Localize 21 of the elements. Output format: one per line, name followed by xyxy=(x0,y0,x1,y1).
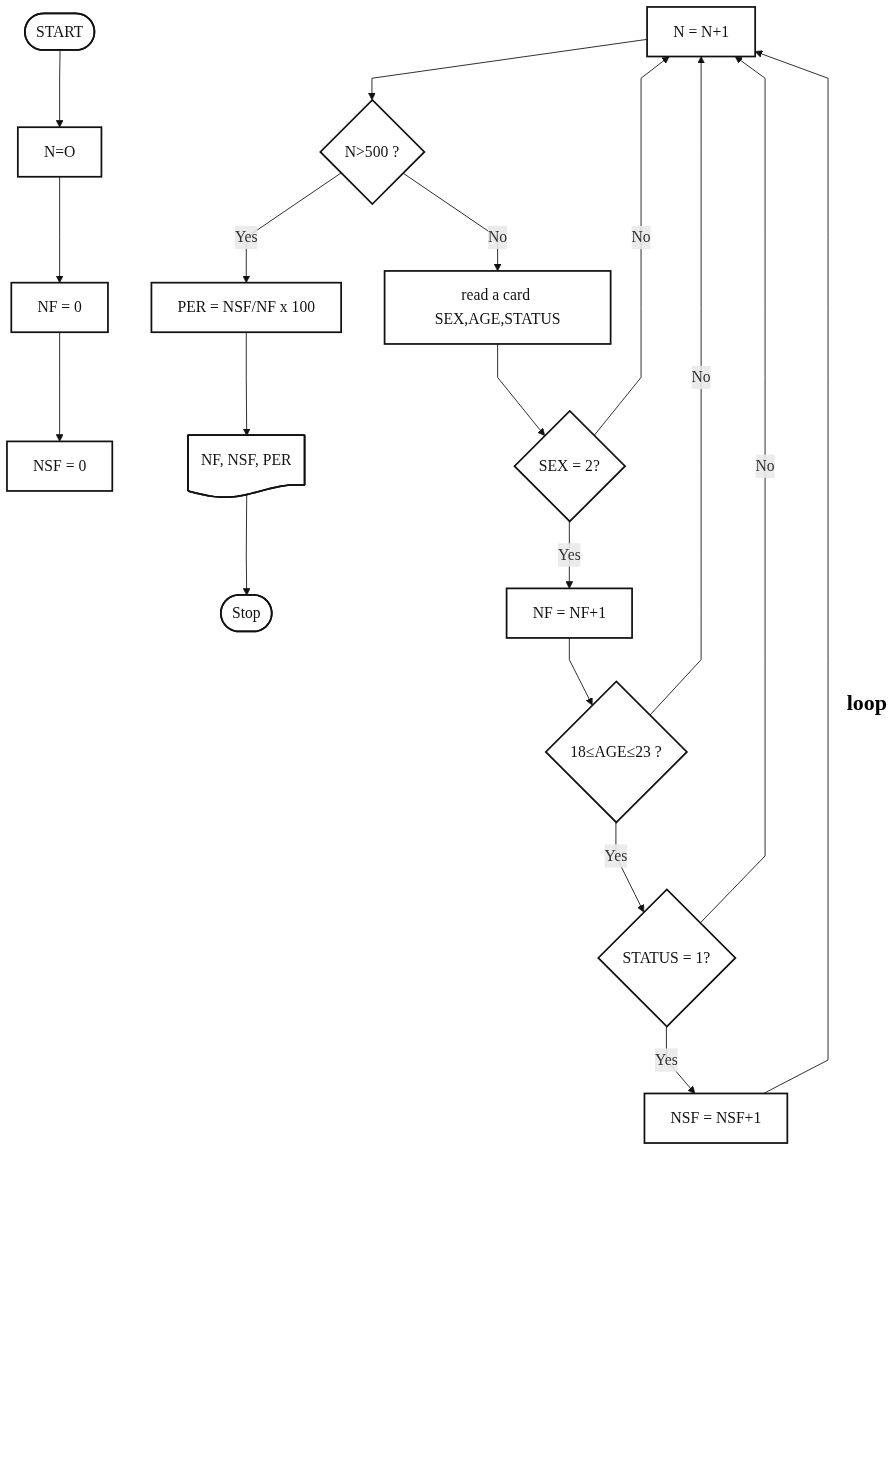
node-diamond: N>500 ? xyxy=(319,98,426,206)
loop-label: loop xyxy=(846,690,887,716)
edge-label: No xyxy=(488,228,508,246)
node-diamond: 18≤AGE≤23 ? xyxy=(544,680,689,824)
node-box: NF = 0 xyxy=(10,281,109,334)
node-diamond: STATUS = 1? xyxy=(597,888,737,1028)
node-box: PER = NSF/NF x 100 xyxy=(150,281,342,334)
edge-label: No xyxy=(755,457,775,475)
edge-label: Yes xyxy=(557,545,581,564)
edge-label: Yes xyxy=(655,1050,678,1069)
edge-label: Yes xyxy=(604,846,628,865)
edge-label: No xyxy=(631,228,651,246)
edge-label: Yes xyxy=(234,228,258,246)
node-box: NSF = 0 xyxy=(6,440,114,492)
node-box: NF = NF+1 xyxy=(505,587,633,639)
node-box: read a card SEX,AGE,STATUS xyxy=(383,270,612,345)
node-box: N = N+1 xyxy=(646,6,757,58)
node-box: NSF = NSF+1 xyxy=(643,1092,789,1144)
node-box: N=O xyxy=(16,126,103,178)
node-diamond: SEX = 2? xyxy=(513,409,627,523)
edge-label: No xyxy=(691,368,711,386)
